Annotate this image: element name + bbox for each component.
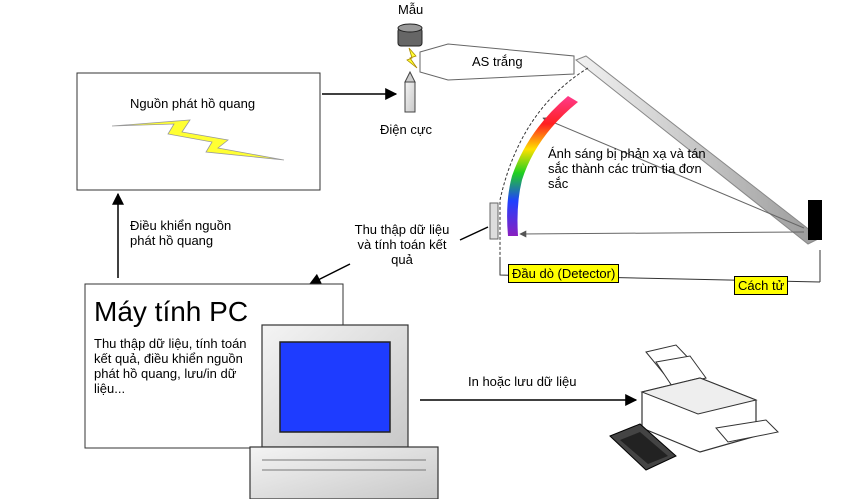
grating-label: Cách tử	[734, 276, 789, 295]
grating-element	[808, 200, 822, 240]
computer-monitor-icon	[249, 324, 439, 499]
control-source-label: Điều khiển nguồn phát hồ quang	[130, 218, 232, 248]
reflected-light-label: Ánh sáng bị phản xạ và tán sắc thành các…	[548, 146, 706, 191]
arrow-data-to-pc	[308, 263, 351, 285]
sample-holder	[397, 23, 423, 47]
spectrum-arc	[507, 96, 578, 236]
white-light-beam	[419, 43, 575, 81]
lightning-icon	[111, 119, 285, 161]
electrode-label: Điện cực	[380, 122, 433, 137]
arc-source-box	[76, 72, 321, 191]
arrow-data-to-pc	[459, 226, 489, 241]
collect-data-label: Thu thập dữ liệu và tính toán kết quả	[354, 222, 450, 267]
reflected-ray	[519, 230, 805, 238]
arc-source-label: Nguồn phát hồ quang	[130, 96, 256, 111]
pc-description: Thu thập dữ liệu, tính toán kết quả, điề…	[94, 336, 247, 396]
sample-label: Mẫu	[398, 2, 424, 17]
spectrometer-outline	[499, 67, 589, 258]
print-save-label: In hoặc lưu dữ liệu	[468, 374, 577, 389]
spark-icon	[406, 47, 418, 69]
detector-label: Đầu dò (Detector)	[508, 264, 620, 283]
reflected-ray	[542, 117, 805, 229]
detector-slit	[489, 202, 499, 240]
pc-title: Máy tính PC	[94, 296, 249, 327]
electrode	[404, 70, 416, 113]
printer-icon	[609, 344, 780, 471]
white-light-label: AS trắng	[472, 54, 523, 69]
